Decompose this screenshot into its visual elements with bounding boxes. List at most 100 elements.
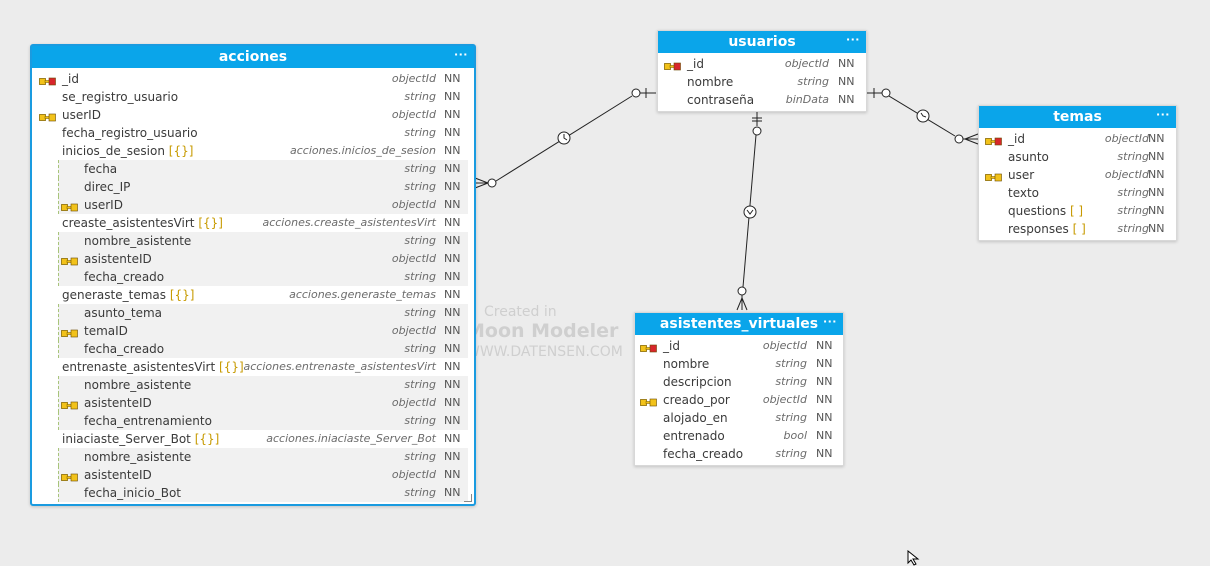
field-not-null: NN: [444, 90, 461, 103]
field-type: string: [404, 180, 436, 193]
table-acciones-header[interactable]: acciones ···: [32, 46, 474, 68]
field-row[interactable]: iniaciaste_Server_Bot [{}]acciones.iniac…: [32, 430, 474, 448]
field-not-null: NN: [444, 360, 461, 373]
table-usuarios-header[interactable]: usuarios ···: [658, 31, 866, 53]
nesting-guide: [58, 340, 59, 358]
key-fk-icon: [61, 326, 78, 344]
field-name: _id: [663, 337, 680, 355]
nested-field-background: [58, 196, 468, 214]
field-name-text: asistenteID: [84, 252, 152, 266]
field-not-null: NN: [1148, 150, 1165, 163]
field-name: temaID: [84, 322, 128, 340]
field-type: string: [775, 357, 807, 370]
field-name: nombre_asistente: [84, 448, 191, 466]
nesting-guide: [58, 160, 59, 178]
field-not-null: NN: [816, 411, 833, 424]
key-fk-icon: [61, 470, 78, 488]
key-fk-icon: [985, 170, 1002, 188]
field-type: string: [1117, 204, 1149, 217]
field-type: bool: [783, 429, 808, 442]
field-name: _id: [687, 55, 704, 73]
field-type: string: [404, 270, 436, 283]
field-not-null: NN: [816, 375, 833, 388]
table-menu-icon[interactable]: ···: [1155, 108, 1170, 121]
resize-handle[interactable]: [464, 494, 472, 502]
field-name: nombre_asistente: [84, 232, 191, 250]
field-row[interactable]: entrenaste_asistentesVirt [{}]acciones.e…: [32, 358, 474, 376]
table-menu-icon[interactable]: ···: [453, 48, 468, 61]
field-name-text: _id: [1008, 132, 1025, 146]
field-not-null: NN: [816, 393, 833, 406]
field-array-marker: [{}]: [168, 144, 194, 158]
table-menu-icon[interactable]: ···: [822, 315, 837, 328]
table-menu-icon[interactable]: ···: [845, 33, 860, 46]
table-asistentes-virtuales-header[interactable]: asistentes_virtuales ···: [635, 313, 843, 335]
table-title: acciones: [218, 49, 288, 65]
field-name-text: userID: [84, 198, 123, 212]
field-not-null: NN: [1148, 132, 1165, 145]
field-not-null: NN: [816, 357, 833, 370]
rel-usuarios-asistentes: [736, 112, 762, 311]
key-pk-fk-icon: [39, 74, 56, 92]
field-name: fecha_creado: [663, 445, 743, 463]
field-name: fecha: [84, 160, 117, 178]
table-temas-header[interactable]: temas ···: [979, 106, 1176, 128]
watermark-line-2: Moon Modeler: [466, 320, 619, 342]
field-row[interactable]: creaste_asistentesVirt [{}]acciones.crea…: [32, 214, 474, 232]
field-name-text: fecha_inicio_Bot: [84, 486, 181, 500]
field-name: fecha_registro_usuario: [62, 124, 198, 142]
field-name-text: se_registro_usuario: [62, 90, 179, 104]
field-name-text: inicios_de_sesion: [62, 144, 165, 158]
field-row[interactable]: inicios_de_sesion [{}]acciones.inicios_d…: [32, 142, 474, 160]
nesting-guide: [58, 250, 59, 268]
field-name-text: _id: [62, 72, 79, 86]
field-not-null: NN: [444, 216, 461, 229]
field-row[interactable]: generaste_temas [{}]acciones.generaste_t…: [32, 286, 474, 304]
nested-field-background: [58, 160, 468, 178]
field-array-marker: [ ]: [1072, 222, 1086, 236]
nesting-guide: [58, 268, 59, 286]
nested-field-background: [58, 376, 468, 394]
